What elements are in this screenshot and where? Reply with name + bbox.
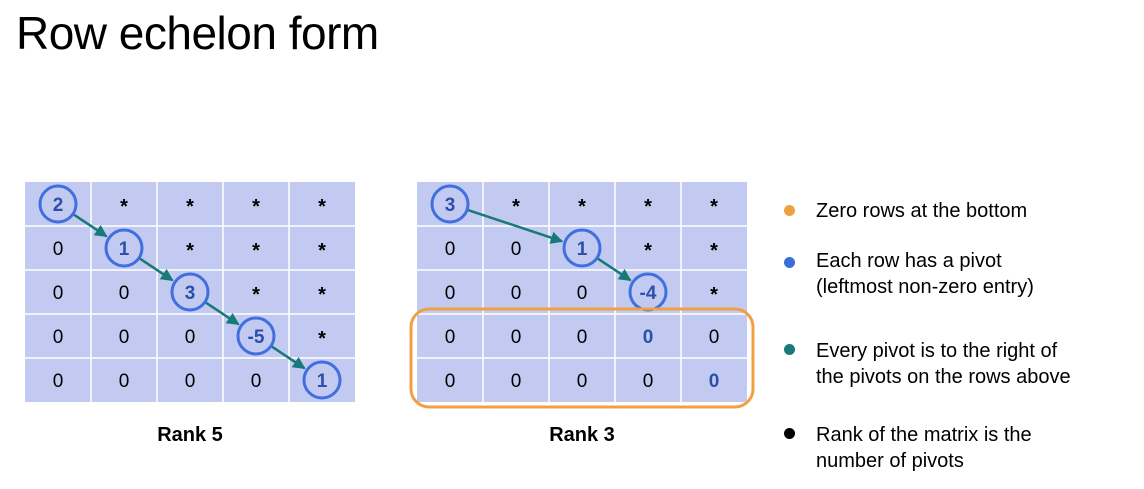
cell-value: * [252, 240, 260, 262]
matrix-caption-rank-3: Rank 3 [549, 424, 615, 446]
cell-value: 0 [445, 371, 456, 392]
pivot-circle [236, 316, 276, 356]
cell-value: 0 [511, 239, 522, 260]
pivot-arrow [205, 301, 240, 326]
cell-value: 0 [643, 327, 654, 348]
cell-value: * [578, 196, 586, 218]
pivot-value: 2 [53, 195, 64, 216]
cell-value: 0 [577, 283, 588, 304]
cell-value: 0 [119, 371, 130, 392]
cell-value: * [644, 240, 652, 262]
cell-value: * [512, 196, 520, 218]
teal-dot-icon [784, 344, 795, 355]
matrix-caption-rank-5: Rank 5 [157, 424, 223, 446]
cell-value: * [318, 328, 326, 350]
cell-value: 0 [251, 371, 262, 392]
cell-value: 0 [643, 371, 654, 392]
pivot-arrow [139, 257, 174, 282]
pivot-circle [170, 272, 210, 312]
blue-dot-icon [784, 257, 795, 268]
cell-value: 0 [511, 371, 522, 392]
cell-value: 0 [577, 371, 588, 392]
pivot-circle [562, 228, 602, 268]
pivot-value: 3 [445, 195, 456, 216]
legend-text: Each row has a pivot (leftmost non-zero … [816, 250, 1034, 298]
cell-value: * [318, 196, 326, 218]
pivot-arrow [73, 213, 108, 238]
cell-value: 0 [53, 371, 64, 392]
cell-value: 0 [445, 239, 456, 260]
pivot-value: -5 [248, 327, 265, 348]
pivot-value: 3 [185, 283, 196, 304]
pivot-circle [38, 184, 78, 224]
cell-value: 0 [709, 371, 720, 392]
cell-value: * [318, 284, 326, 306]
cell-value: 0 [119, 283, 130, 304]
cell-value: * [710, 196, 718, 218]
matrix-rank-5: 2 * * * * 0 1 * * * 0 0 3 * * 0 0 0 -5 * 0 0 0 0 1 [25, 182, 355, 402]
pivot-arrow [271, 345, 306, 370]
zero-rows-box [409, 307, 755, 409]
cell-value: 0 [185, 371, 196, 392]
cell-value: 0 [53, 239, 64, 260]
cell-value: * [710, 240, 718, 262]
matrix-rank-3: 3 * * * * 0 0 1 * * 0 0 0 -4 * 0 0 0 0 0 0 0 0 0 0 [409, 182, 755, 409]
cell-value: 0 [185, 327, 196, 348]
pivot-value: -4 [640, 283, 657, 304]
cell-value: * [252, 284, 260, 306]
pivot-arrow [597, 257, 632, 282]
legend-text: Zero rows at the bottom [816, 200, 1028, 222]
cell-value: * [186, 240, 194, 262]
page-title: Row echelon form [16, 7, 379, 59]
matrix-background [417, 182, 747, 402]
cell-value: 0 [511, 327, 522, 348]
cell-value: 0 [709, 327, 720, 348]
pivot-circle [104, 228, 144, 268]
cell-value: 0 [511, 283, 522, 304]
cell-value: 0 [577, 327, 588, 348]
cell-value: 0 [53, 283, 64, 304]
cell-value: 0 [53, 327, 64, 348]
pivot-value: 1 [577, 239, 588, 260]
orange-dot-icon [784, 205, 795, 216]
pivot-value: 1 [119, 239, 130, 260]
cell-value: 0 [445, 327, 456, 348]
pivot-circle [302, 360, 342, 400]
cell-value: * [186, 196, 194, 218]
pivot-value: 1 [317, 371, 328, 392]
legend-text: Every pivot is to the right of the pivot… [816, 340, 1071, 388]
cell-value: * [318, 240, 326, 262]
cell-value: * [252, 196, 260, 218]
pivot-circle [430, 184, 470, 224]
legend-text: Rank of the matrix is the number of pivo… [816, 424, 1032, 472]
cell-value: * [710, 284, 718, 306]
cell-value: * [644, 196, 652, 218]
cell-value: * [120, 196, 128, 218]
cell-value: 0 [119, 327, 130, 348]
cell-value: 0 [445, 283, 456, 304]
black-dot-icon [784, 428, 795, 439]
pivot-arrow [467, 208, 564, 244]
